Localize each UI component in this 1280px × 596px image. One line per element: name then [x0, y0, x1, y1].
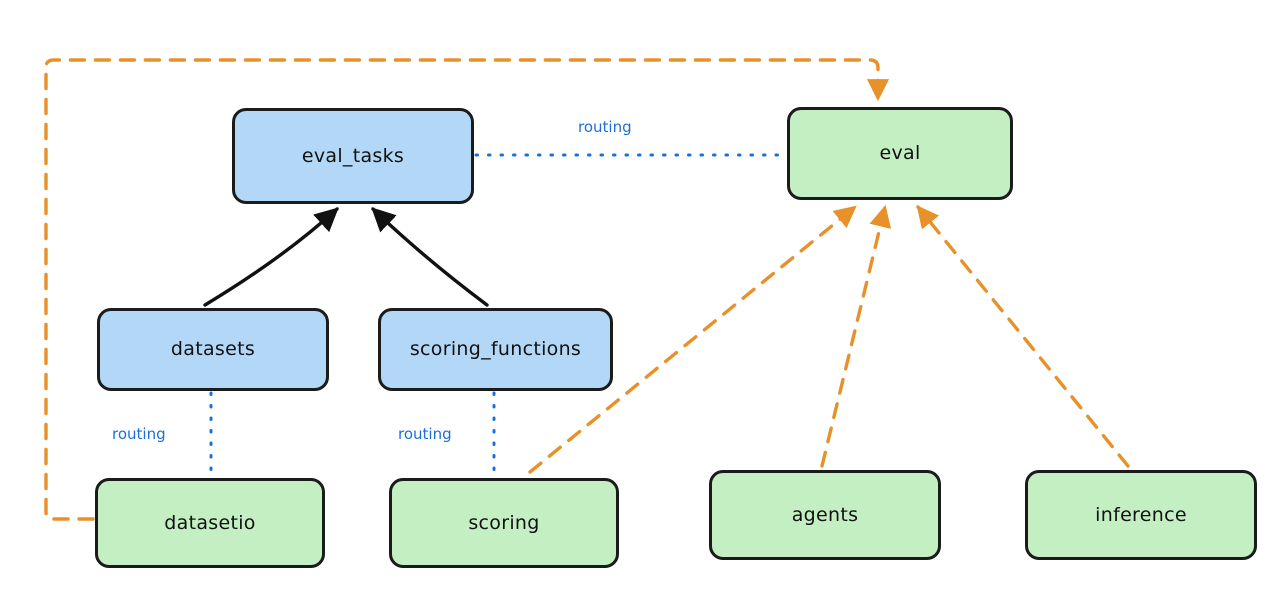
- node-label-scoring: scoring: [468, 511, 540, 534]
- edge-datasets-eval_tasks: [203, 207, 339, 307]
- edge-label-routing-datasets: routing: [112, 425, 166, 443]
- node-label-datasetio: datasetio: [164, 511, 256, 534]
- edge-inference-eval: [916, 205, 1130, 468]
- node-label-scoring-functions: scoring_functions: [409, 338, 582, 361]
- edge-label-routing-eval: routing: [578, 118, 632, 136]
- node-label-datasets: datasets: [170, 338, 256, 361]
- node-agents[interactable]: agents: [709, 470, 941, 560]
- edge-scoring_functions-eval_tasks: [371, 207, 489, 307]
- node-scoring[interactable]: scoring: [389, 478, 619, 568]
- edge-label-routing-scoring: routing: [398, 425, 452, 443]
- node-label-eval-tasks: eval_tasks: [301, 144, 405, 167]
- node-label-inference: inference: [1095, 503, 1187, 526]
- node-label-eval: eval: [879, 142, 921, 165]
- node-datasets[interactable]: datasets: [97, 308, 329, 391]
- node-eval[interactable]: eval: [787, 107, 1013, 200]
- node-eval-tasks[interactable]: eval_tasks: [232, 108, 474, 204]
- edge-datasetio-eval: [44, 58, 890, 521]
- node-label-agents: agents: [791, 503, 859, 526]
- node-inference[interactable]: inference: [1025, 470, 1257, 560]
- node-datasetio[interactable]: datasetio: [95, 478, 325, 568]
- edge-agents-eval: [820, 204, 892, 468]
- node-scoring-functions[interactable]: scoring_functions: [378, 308, 613, 391]
- edge-scoring-eval: [528, 205, 857, 474]
